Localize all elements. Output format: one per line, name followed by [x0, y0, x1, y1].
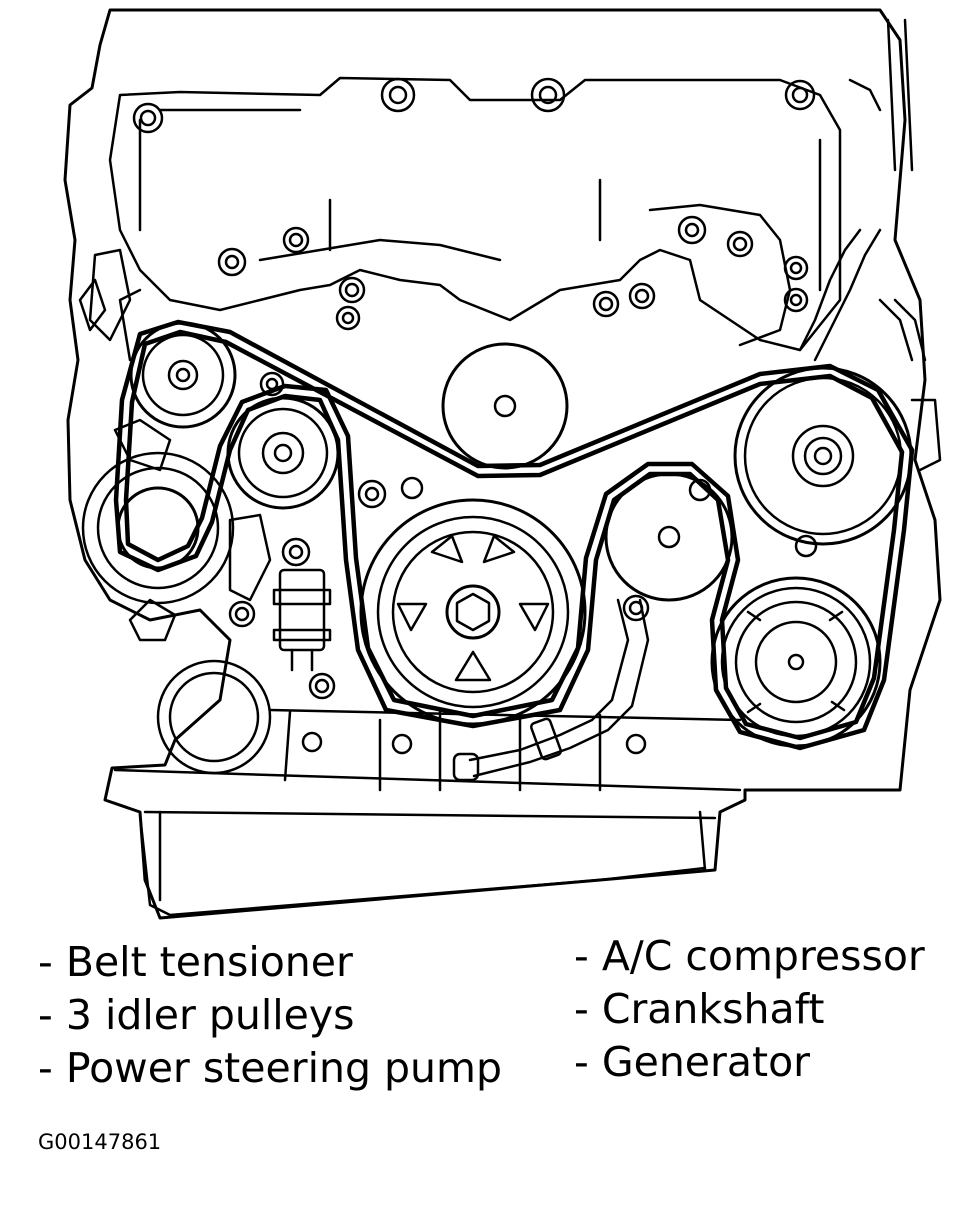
timing-cover [108, 76, 842, 352]
coolant-pipe [452, 598, 650, 782]
engine-belt-routing-diagram [63, 8, 942, 920]
left-bracket [78, 248, 272, 642]
legend-power-steering-pump: - Power steering pump [38, 1044, 502, 1092]
serpentine-belt [113, 319, 915, 751]
legend-generator: - Generator [574, 1038, 811, 1086]
legend-ac-compressor: - A/C compressor [574, 932, 925, 980]
crankshaft-pulley [359, 498, 587, 726]
figure-id: G00147861 [38, 1130, 162, 1154]
generator-pulley [733, 366, 913, 546]
right-side-hoses [798, 18, 942, 472]
sensor-unit [272, 568, 332, 672]
idler-pulley-top [441, 342, 569, 470]
oil-pan [138, 813, 707, 917]
legend-belt-tensioner: - Belt tensioner [38, 938, 353, 986]
bolt-heads [132, 77, 818, 755]
ac-compressor-pulley [710, 576, 882, 748]
legend-idler-pulleys: - 3 idler pulleys [38, 991, 355, 1039]
lower-left-pulley [156, 659, 272, 775]
legend-crankshaft: - Crankshaft [574, 985, 825, 1033]
